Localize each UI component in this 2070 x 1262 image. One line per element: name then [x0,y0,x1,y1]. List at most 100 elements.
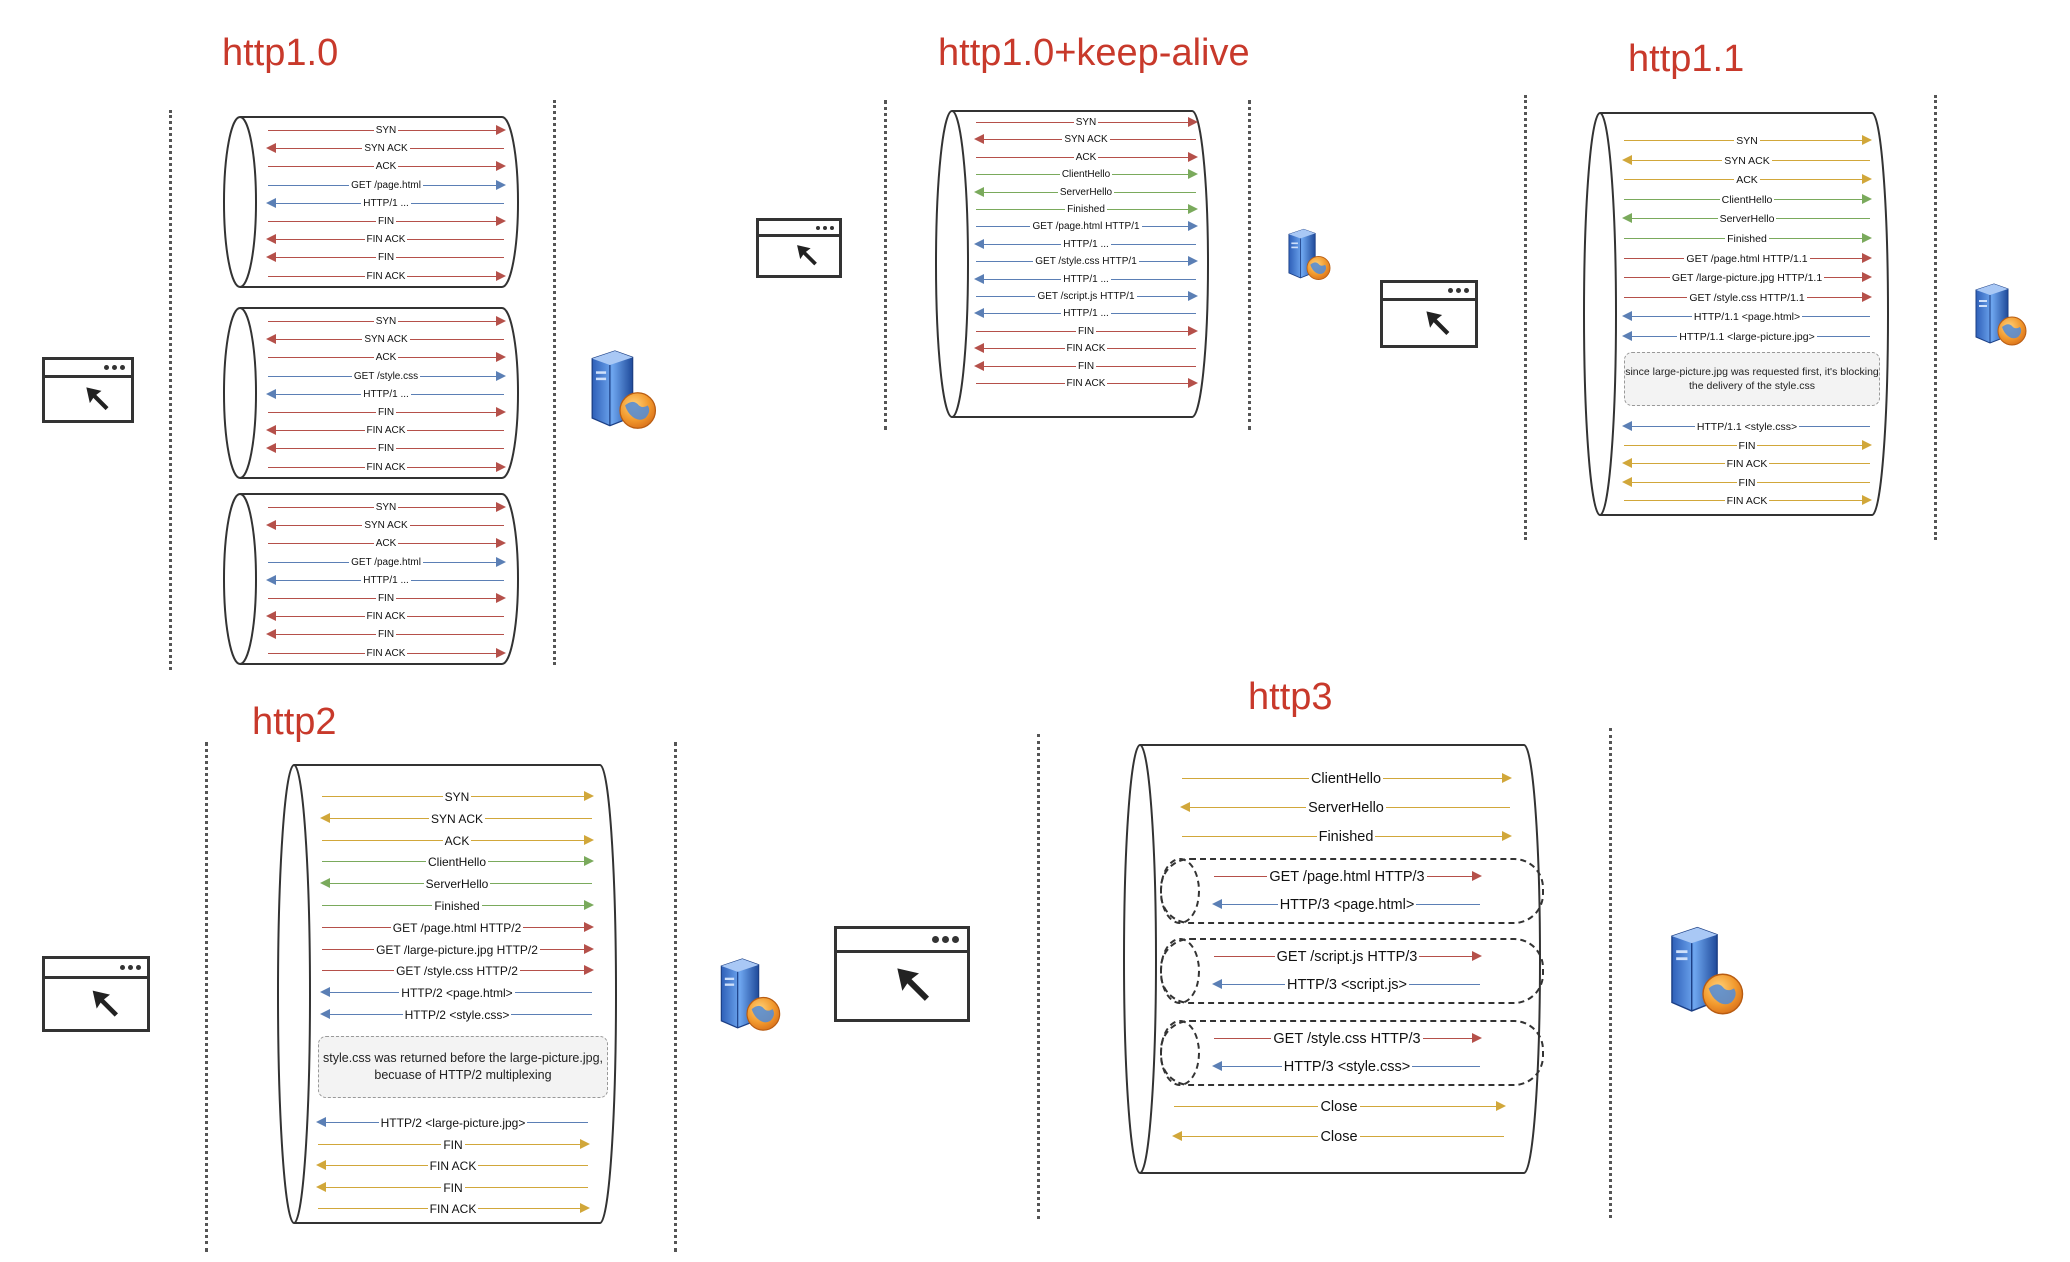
message-label-text: ACK [1734,174,1760,187]
cylinder-cap [239,307,257,479]
arrow-head [974,238,984,249]
arrow-head [496,556,506,567]
message-label: SYN ACK [976,131,1196,149]
server-globe-graphic [1671,926,1744,1015]
cylinder-cap [239,493,257,665]
arrow-head [1622,331,1632,341]
divider-http11-left [1524,95,1527,540]
message-label-text: ACK [442,833,472,848]
message-label: HTTP/3 <page.html> [1214,896,1480,914]
message-label-text: FIN ACK [364,461,408,473]
arrow-head [584,921,594,932]
arrow-head [1862,495,1872,506]
message-label: SYN [268,313,504,331]
message-arrow: FIN [266,249,504,267]
message-arrow: GET /style.css HTTP/3 [1214,1030,1482,1048]
message-arrow: ClientHello [322,853,594,871]
message-arrow: SYN ACK [266,517,504,535]
message-arrow: HTTP/1 ... [974,236,1196,254]
stream-end-cap [1160,858,1201,924]
arrow-head [1188,256,1198,267]
message-label-text: HTTP/1 ... [361,574,411,586]
server-globe-graphic [1288,228,1331,280]
message-label-text: GET /large-picture.jpg HTTP/1.1 [1669,272,1825,285]
message-label-text: GET /script.js HTTP/1 [1035,291,1137,302]
message-label-text: SYN ACK [362,520,410,532]
arrow-head [1212,1061,1222,1071]
message-label-text: HTTP/1.1 <style.css> [1694,421,1800,433]
browser-title-bar [1383,283,1475,301]
message-label-text: Finished [1725,233,1769,245]
arrow-head [584,965,594,976]
message-label-text: FIN [375,629,397,641]
arrow-head [496,407,506,417]
cylinder-cap [239,116,257,288]
message-label: HTTP/3 <style.css> [1214,1058,1480,1076]
server-icon [1660,922,1746,1018]
message-arrow: SYN [976,114,1198,132]
message-arrow: Finished [322,897,594,915]
message-arrow: SYN ACK [266,140,504,158]
arrow-head [266,611,276,622]
message-label-text: HTTP/3 <style.css> [1281,1059,1413,1075]
message-label-text: GET /page.html [349,556,423,568]
arrow-head [1862,174,1872,185]
message-label-text: ServerHello [1057,186,1115,198]
message-arrow: GET /page.html [268,177,506,195]
message-label: FIN [268,590,504,608]
server-globe-graphic [720,958,781,1031]
title-http3: http3 [1248,676,1333,718]
message-label-text: GET /page.html [349,179,423,191]
message-label-text: ServerHello [423,877,491,892]
message-label-text: SYN [373,125,399,136]
message-label: GET /page.html [268,554,504,572]
arrow-head [1472,951,1482,961]
message-label: ServerHello [322,875,592,893]
message-arrow: FIN [316,1179,588,1197]
message-label: GET /script.js HTTP/3 [1214,948,1480,966]
arrow-head [1862,233,1872,243]
message-label-text: SYN ACK [362,334,410,346]
message-arrow: FIN ACK [266,422,504,440]
message-arrow: FIN ACK [266,231,504,249]
message-label: SYN [322,788,592,806]
message-label: HTTP/3 <script.js> [1214,976,1480,994]
message-arrow: GET /large-picture.jpg HTTP/1.1 [1624,269,1872,287]
arrow-head [580,1203,590,1214]
message-label-text: HTTP/1.1 <large-picture.jpg> [1677,331,1817,343]
message-label-text: FIN [375,593,397,604]
message-label-text: ClientHello [425,855,489,870]
message-label: ClientHello [1182,770,1510,788]
message-label-text: GET /page.html HTTP/1.1 [1684,252,1810,265]
message-label-text: Finished [1316,829,1376,845]
message-arrow: FIN [266,440,504,458]
message-label: FIN ACK [976,340,1196,358]
divider-http3-right [1609,728,1612,1218]
arrow-head [1472,871,1482,881]
message-arrow: GET /style.css HTTP/1 [976,253,1198,271]
message-label: Finished [1182,828,1510,846]
message-arrow: FIN [1624,437,1872,455]
message-label-text: GET /script.js HTTP/3 [1274,949,1420,965]
message-label: ACK [1624,171,1870,189]
message-label: ClientHello [322,853,592,871]
message-arrow: GET /page.html [268,554,506,572]
message-label: FIN [1624,437,1870,455]
browser-icon [42,357,134,423]
cursor-arrow-icon [86,387,109,411]
arrow-head [266,574,276,585]
message-arrow: FIN [268,404,506,422]
message-label-text: GET /style.css HTTP/3 [1271,1031,1423,1047]
stream-1 [1160,858,1544,924]
message-label: HTTP/1 ... [976,271,1196,289]
message-label: HTTP/1 ... [268,386,504,404]
message-label: HTTP/1.1 <style.css> [1624,418,1870,436]
arrow-head [1502,831,1512,841]
message-label: HTTP/2 <page.html> [322,984,592,1002]
arrow-head [496,352,506,363]
message-label-text: ACK [373,161,399,173]
message-label: HTTP/1 ... [976,236,1196,254]
message-arrow: ACK [322,832,594,850]
